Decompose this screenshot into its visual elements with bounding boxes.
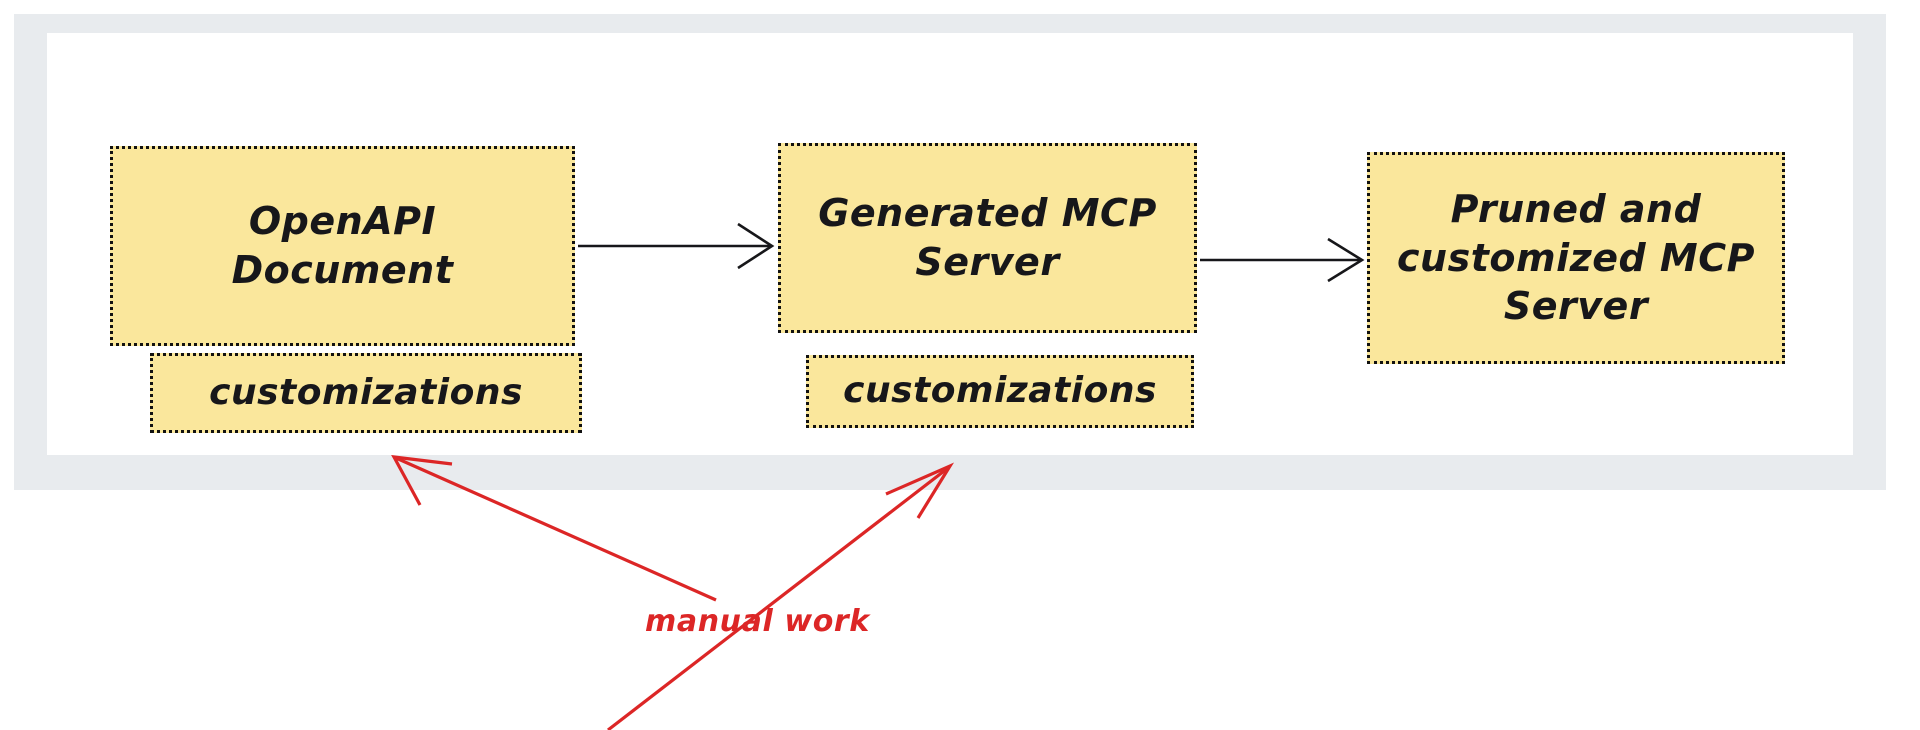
node-generated-customizations-label: customizations [843, 370, 1157, 412]
node-pruned-customized-mcp-server-label: Pruned and customized MCP Server [1397, 185, 1755, 331]
openapi-line-1: OpenAPI [248, 199, 437, 244]
generated-line-1: Generated MCP [818, 191, 1157, 236]
node-pruned-customized-mcp-server[interactable]: Pruned and customized MCP Server [1367, 152, 1785, 364]
node-generated-mcp-server[interactable]: Generated MCP Server [778, 143, 1197, 333]
pruned-line-1: Pruned and [1450, 187, 1702, 232]
openapi-line-2: Document [231, 248, 454, 292]
node-generated-mcp-server-label: Generated MCP Server [818, 189, 1157, 286]
pruned-line-2: customized MCP [1397, 235, 1755, 280]
generated-line-2: Server [915, 240, 1060, 284]
pruned-line-3: Server [1503, 284, 1649, 329]
node-openapi-customizations-label: customizations [209, 371, 523, 413]
annotation-arrow-to-generated-customizations [607, 462, 955, 730]
manual-work-annotation: manual work [645, 604, 870, 639]
node-openapi-customizations[interactable]: customizations [150, 353, 582, 433]
node-openapi-document[interactable]: OpenAPI Document [110, 146, 575, 346]
node-generated-customizations[interactable]: customizations [806, 355, 1194, 428]
node-openapi-document-label: OpenAPI Document [232, 197, 454, 294]
